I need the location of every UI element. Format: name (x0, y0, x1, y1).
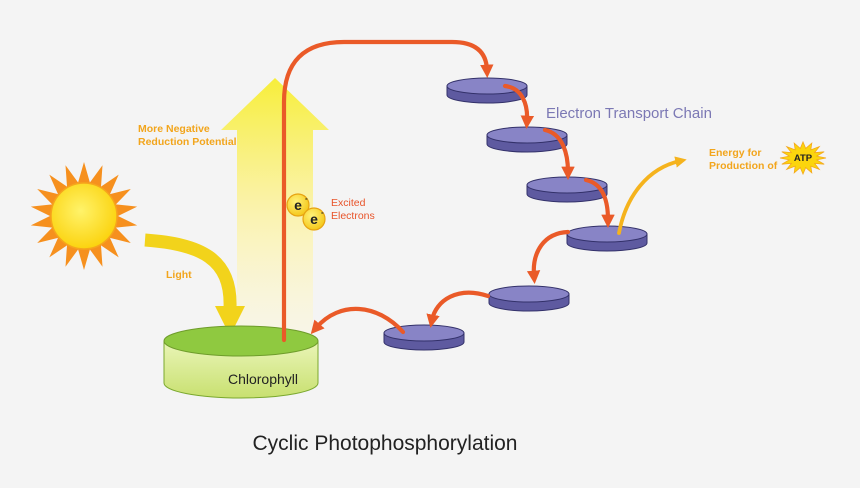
reduction-potential-arrow (221, 78, 329, 355)
return-arrow-1 (526, 229, 571, 285)
energy-arrow (617, 156, 687, 235)
energy-for-label: Energy for (709, 147, 762, 159)
electron-transport-chain-label: Electron Transport Chain (546, 105, 712, 122)
light-arrowhead (215, 306, 245, 336)
more-negative-label: More Negative (138, 123, 210, 135)
sun-icon (30, 162, 138, 270)
electron-carrier-disc (446, 77, 528, 104)
electron-icon: e - (286, 193, 310, 217)
electron-carrier-disc (383, 324, 465, 351)
chlorophyll-cylinder (163, 325, 319, 399)
electron-symbol-2: e (310, 211, 318, 227)
electron-carrier-disc (488, 285, 570, 312)
electron-icon: e - (302, 207, 326, 231)
production-of-label: Production of (709, 160, 778, 172)
diagram-title: Cyclic Photophosphorylation (253, 432, 518, 455)
return-arrow-3 (310, 306, 406, 335)
electron-carrier-disc (486, 126, 568, 153)
atp-starburst-icon: ATP (779, 140, 827, 176)
reduction-potential-label: Reduction Potential (138, 136, 237, 148)
electron-symbol-1: e (294, 197, 302, 213)
transfer-arrow-2 (542, 127, 575, 181)
svg-text:-: - (305, 194, 308, 203)
light-arrow (144, 233, 237, 309)
svg-text:-: - (321, 208, 324, 217)
transfer-arrow-3 (583, 177, 615, 229)
light-label: Light (166, 269, 192, 281)
return-arrow-2 (426, 290, 491, 328)
transfer-arrow-1 (502, 83, 535, 130)
electron-carrier-discs (383, 77, 648, 351)
excitation-arrow (281, 39, 494, 343)
excited-label: Excited (331, 197, 366, 209)
chlorophyll-label: Chlorophyll (228, 371, 298, 387)
atp-label: ATP (794, 153, 813, 164)
electron-carrier-disc (526, 176, 608, 203)
electron-carrier-disc (566, 225, 648, 252)
electrons-label: Electrons (331, 210, 375, 222)
